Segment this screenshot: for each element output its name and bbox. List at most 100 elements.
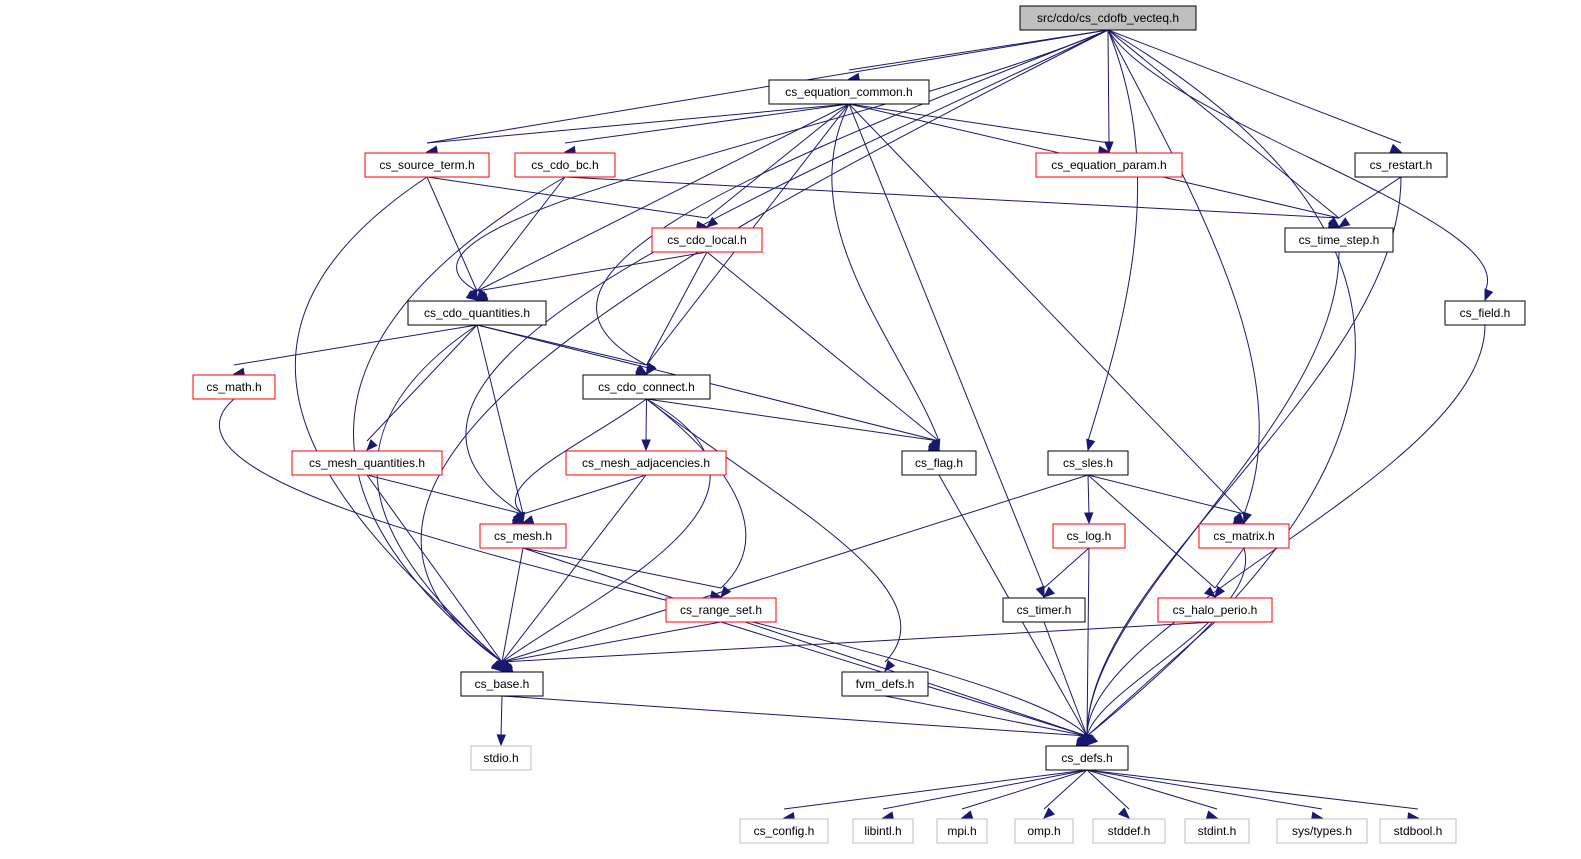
node-base[interactable]: cs_base.h — [460, 671, 544, 697]
node-label: cs_cdo_local.h — [667, 233, 746, 247]
edge-base-to-stdio — [496, 695, 506, 747]
node-label: cs_range_set.h — [680, 603, 762, 617]
node-log[interactable]: cs_log.h — [1052, 523, 1126, 549]
node-cdo-bc[interactable]: cs_cdo_bc.h — [514, 152, 616, 178]
node-cdo-quantities[interactable]: cs_cdo_quantities.h — [407, 300, 547, 326]
edge-defs-to-stddef — [1086, 769, 1130, 819]
edge-defs-to-libintl — [881, 769, 1088, 821]
node-label: cs_mesh.h — [494, 529, 552, 543]
edge-mesh-to-range-set — [522, 547, 723, 600]
node-math[interactable]: cs_math.h — [192, 374, 276, 400]
edge-defs-to-mpi — [960, 769, 1088, 820]
edge-equation-common-to-cdo-local — [705, 103, 850, 228]
edge-source-term-to-cdo-quantities — [426, 176, 478, 302]
node-fvm-defs[interactable]: fvm_defs.h — [841, 671, 929, 697]
edge-mesh-adjacencies-to-base — [501, 474, 647, 673]
node-label: libintl.h — [864, 824, 901, 838]
edge-halo-perio-to-base — [500, 621, 1216, 676]
node-label: cs_restart.h — [1370, 158, 1433, 172]
node-sys-types[interactable]: sys/types.h — [1276, 818, 1368, 844]
node-matrix[interactable]: cs_matrix.h — [1198, 523, 1290, 549]
edge-mesh-to-base — [499, 547, 524, 673]
node-label: cs_flag.h — [915, 456, 963, 470]
edge-root-to-source-term — [425, 29, 1109, 155]
edge-mesh-quantities-to-base — [366, 474, 503, 673]
edge-source-term-to-cdo-local — [426, 176, 709, 231]
node-stdbool[interactable]: stdbool.h — [1379, 818, 1457, 844]
node-source-term[interactable]: cs_source_term.h — [364, 152, 490, 178]
edge-fvm-defs-to-defs — [884, 695, 1089, 748]
node-halo-perio[interactable]: cs_halo_perio.h — [1157, 597, 1273, 623]
edge-time-step-to-defs — [1082, 251, 1340, 747]
edge-defs-to-stdint — [1086, 769, 1219, 820]
node-stddef[interactable]: stddef.h — [1092, 818, 1166, 844]
edge-halo-perio-to-defs — [1085, 621, 1216, 746]
node-timer[interactable]: cs_timer.h — [1002, 597, 1086, 623]
node-equation-common[interactable]: cs_equation_common.h — [768, 79, 930, 105]
dependency-edges — [219, 29, 1494, 822]
node-mpi[interactable]: mpi.h — [936, 818, 988, 844]
edge-root-to-base — [420, 29, 1109, 672]
node-omp[interactable]: omp.h — [1014, 818, 1074, 844]
edge-root-to-defs — [1085, 29, 1356, 746]
file-nodes: src/cdo/cs_cdofb_vecteq.h cs_equation_com… — [192, 5, 1526, 844]
node-sles[interactable]: cs_sles.h — [1047, 450, 1129, 476]
edge-root-to-equation-param — [1104, 29, 1114, 154]
node-label: cs_defs.h — [1061, 751, 1112, 765]
node-flag[interactable]: cs_flag.h — [901, 450, 977, 476]
edge-root-to-restart — [1107, 29, 1403, 153]
edge-cdo-local-to-flag — [706, 251, 941, 451]
edge-equation-common-to-cdo-bc — [563, 103, 850, 156]
edge-range-set-to-base — [500, 621, 722, 674]
node-root[interactable]: src/cdo/cs_cdofb_vecteq.h — [1019, 5, 1197, 31]
node-label: mpi.h — [947, 824, 976, 838]
edge-matrix-to-halo-perio — [1214, 547, 1245, 599]
node-cdo-local[interactable]: cs_cdo_local.h — [651, 227, 763, 253]
edge-restart-to-time-step — [1337, 176, 1402, 228]
node-label: sys/types.h — [1292, 824, 1352, 838]
edge-mesh-adjacencies-to-mesh — [521, 474, 647, 525]
edge-cdo-quantities-to-base — [376, 324, 503, 672]
edge-base-to-defs — [501, 695, 1089, 750]
edge-matrix-to-defs — [1084, 547, 1247, 747]
node-field[interactable]: cs_field.h — [1444, 300, 1526, 326]
node-config[interactable]: cs_config.h — [739, 818, 829, 844]
node-defs[interactable]: cs_defs.h — [1045, 745, 1129, 771]
edge-root-to-matrix — [1107, 29, 1260, 525]
node-mesh[interactable]: cs_mesh.h — [479, 523, 567, 549]
node-label: cs_log.h — [1067, 529, 1112, 543]
node-label: cs_cdo_quantities.h — [424, 306, 530, 320]
node-label: fvm_defs.h — [856, 677, 915, 691]
node-equation-param[interactable]: cs_equation_param.h — [1035, 152, 1183, 178]
edge-source-term-to-base — [294, 176, 503, 672]
node-label: omp.h — [1027, 824, 1060, 838]
node-time-step[interactable]: cs_time_step.h — [1284, 227, 1394, 253]
node-cdo-connect[interactable]: cs_cdo_connect.h — [582, 374, 711, 400]
edge-root-to-equation-common — [847, 29, 1109, 83]
edge-timer-to-defs — [1043, 621, 1088, 747]
edge-log-to-timer — [1042, 547, 1090, 598]
node-label: cs_sles.h — [1063, 456, 1113, 470]
node-mesh-adjacencies[interactable]: cs_mesh_adjacencies.h — [565, 450, 727, 476]
node-mesh-quantities[interactable]: cs_mesh_quantities.h — [291, 450, 443, 476]
edge-defs-to-omp — [1043, 769, 1088, 819]
node-label: cs_math.h — [206, 380, 261, 394]
node-restart[interactable]: cs_restart.h — [1354, 152, 1448, 178]
edge-equation-common-to-equation-param — [848, 103, 1111, 156]
edge-defs-to-stdbool — [1086, 769, 1420, 822]
edge-cdo-bc-to-time-step — [564, 176, 1341, 232]
node-label: stddef.h — [1108, 824, 1151, 838]
edge-mesh-to-defs — [522, 547, 1089, 747]
node-stdio[interactable]: stdio.h — [470, 745, 532, 771]
edge-mesh-quantities-to-mesh — [366, 474, 525, 526]
edge-log-to-defs — [1082, 547, 1092, 747]
node-label: cs_cdo_bc.h — [531, 158, 598, 172]
node-label: cs_timer.h — [1017, 603, 1072, 617]
node-libintl[interactable]: libintl.h — [852, 818, 914, 844]
node-stdint[interactable]: stdint.h — [1184, 818, 1250, 844]
edge-sles-to-halo-perio — [1087, 474, 1217, 598]
node-label: cs_equation_common.h — [785, 85, 912, 99]
edge-cdo-quantities-to-mesh-quantities — [366, 324, 478, 451]
node-range-set[interactable]: cs_range_set.h — [665, 597, 777, 623]
